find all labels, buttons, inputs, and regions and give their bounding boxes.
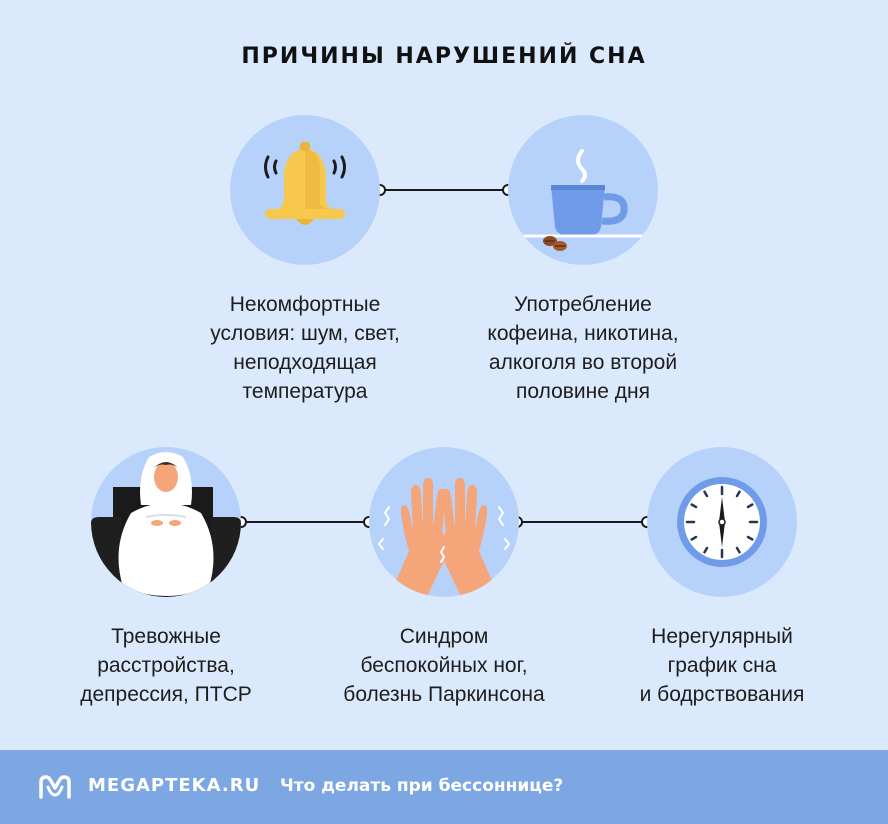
- insomnia-link[interactable]: Что делать при бессоннице?: [280, 776, 564, 796]
- anxious-person-icon: [91, 452, 241, 597]
- coffee-cup-icon: [522, 149, 644, 251]
- caption-restless-legs: Синдром беспокойных ног, болезнь Паркинс…: [343, 625, 545, 706]
- caption-noise: Некомфортные условия: шум, свет, неподхо…: [210, 293, 400, 403]
- bell-icon: [264, 142, 346, 225]
- caption-schedule: Нерегулярный график сна и бодрствования: [639, 625, 805, 706]
- cause-circle-restless-legs: [369, 447, 519, 597]
- cause-circle-caffeine: [508, 115, 658, 265]
- footer-bar: MEGAPTEKA.RU Что делать при бессоннице?: [0, 750, 888, 824]
- brand-name[interactable]: MEGAPTEKA.RU: [88, 775, 261, 796]
- clock-icon: [677, 477, 767, 567]
- restless-hands-icon: [377, 477, 511, 597]
- caption-caffeine: Употребление кофеина, никотина, алкоголя…: [487, 293, 679, 403]
- cause-circle-schedule: [647, 447, 797, 597]
- cause-circle-noise: [230, 115, 380, 265]
- page-title: ПРИЧИНЫ НАРУШЕНИЙ СНА: [241, 44, 647, 69]
- cause-circle-anxiety: [91, 447, 241, 597]
- megapteka-logo-icon[interactable]: [38, 774, 72, 800]
- caption-anxiety: Тревожные расстройства, депрессия, ПТСР: [80, 625, 252, 706]
